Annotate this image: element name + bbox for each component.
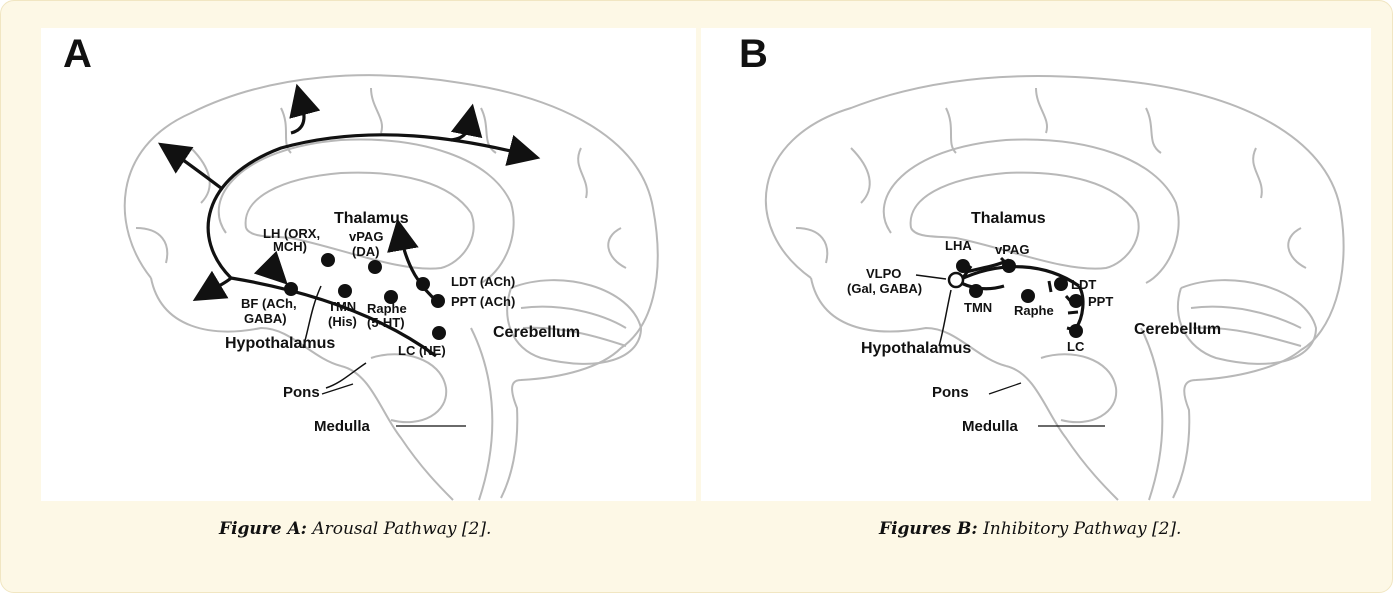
label-vpag: vPAG — [995, 242, 1029, 257]
caption-a-bold: Figure A: — [219, 519, 307, 539]
label-tmn: TMN — [964, 300, 992, 315]
label-vpag-line1: vPAG — [349, 229, 383, 244]
label-tmn-line1: TMN — [328, 299, 356, 314]
label-pons: Pons — [932, 384, 969, 401]
caption-figure-b: Figures B: Inhibitory Pathway [2]. — [879, 519, 1181, 539]
panel-a-arousal: Thalamus LH (ORX, MCH) vPAG (DA) LDT (AC… — [41, 28, 696, 501]
label-thalamus: Thalamus — [334, 210, 409, 227]
vlpo-node — [949, 273, 963, 287]
label-cerebellum: Cerebellum — [493, 324, 580, 341]
label-vlpo-line2: (Gal, GABA) — [847, 281, 922, 296]
label-medulla: Medulla — [962, 418, 1018, 435]
label-hypothalamus: Hypothalamus — [225, 335, 335, 352]
label-ldt: LDT (ACh) — [451, 274, 515, 289]
label-raphe-line1: Raphe — [367, 301, 407, 316]
label-thalamus: Thalamus — [971, 210, 1046, 227]
label-vpag-line2: (DA) — [352, 244, 379, 259]
label-lha: LHA — [945, 238, 972, 253]
label-hypothalamus: Hypothalamus — [861, 340, 971, 357]
label-raphe: Raphe — [1014, 303, 1054, 318]
label-lc: LC (NE) — [398, 343, 446, 358]
label-vlpo-line1: VLPO — [866, 266, 901, 281]
caption-a-text: Arousal Pathway [2]. — [307, 519, 491, 539]
caption-figure-a: Figure A: Arousal Pathway [2]. — [219, 519, 491, 539]
label-bf-line1: BF (ACh, — [241, 296, 297, 311]
label-tmn-line2: (His) — [328, 314, 357, 329]
label-ldt: LDT — [1071, 277, 1096, 292]
panel-b-inhibitory: Thalamus LHA vPAG VLPO (Gal, GABA) LDT P… — [701, 28, 1371, 501]
label-lh-line2: MCH) — [273, 239, 307, 254]
label-ppt: PPT (ACh) — [451, 294, 515, 309]
label-raphe-line2: (5-HT) — [367, 315, 405, 330]
caption-b-bold: Figures B: — [879, 519, 978, 539]
brain-diagram-a: Thalamus LH (ORX, MCH) vPAG (DA) LDT (AC… — [41, 28, 696, 501]
brain-diagram-b: Thalamus LHA vPAG VLPO (Gal, GABA) LDT P… — [701, 28, 1371, 501]
label-lc: LC — [1067, 339, 1085, 354]
label-cerebellum: Cerebellum — [1134, 321, 1221, 338]
label-medulla: Medulla — [314, 418, 370, 435]
brain-outline — [125, 75, 658, 500]
caption-b-text: Inhibitory Pathway [2]. — [978, 519, 1182, 539]
label-bf-line2: GABA) — [244, 311, 287, 326]
panel-letter-a: A — [63, 32, 92, 77]
panel-letter-b: B — [739, 32, 768, 77]
label-ppt: PPT — [1088, 294, 1113, 309]
label-pons: Pons — [283, 384, 320, 401]
